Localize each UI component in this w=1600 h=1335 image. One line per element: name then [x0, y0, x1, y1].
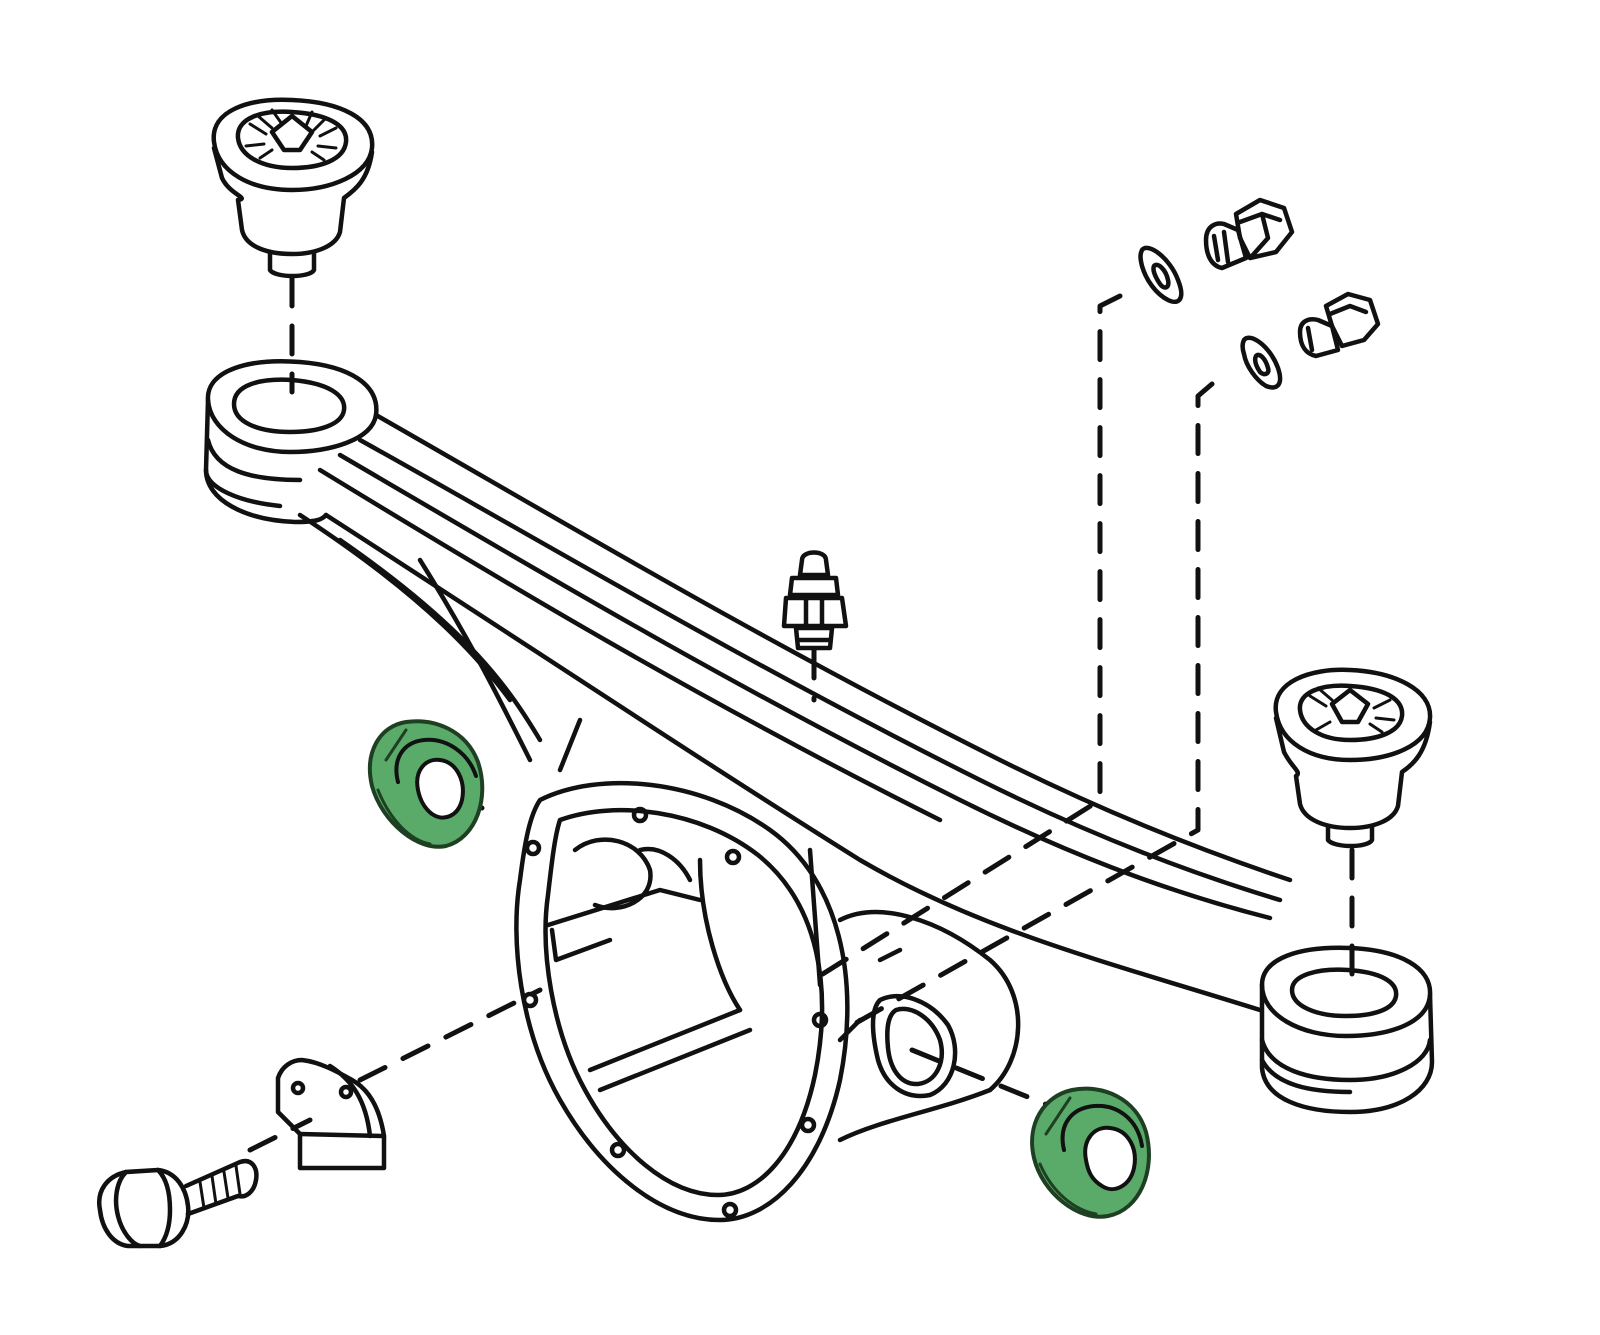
- washer-lower: [1240, 335, 1283, 390]
- dash-upper-bolt: [807, 293, 1123, 985]
- washer-upper: [1138, 245, 1184, 305]
- bolt-lower: [1297, 291, 1381, 359]
- dash-lower-bolt: [837, 381, 1215, 1035]
- mount-bushing-left: [211, 97, 375, 279]
- axle-oil-seal-right: [1030, 1086, 1151, 1219]
- crossmember-carrier: [203, 359, 1435, 1223]
- dash-bracket: [357, 987, 543, 1083]
- breather-vent: [781, 550, 849, 651]
- dash-bolt: [247, 1117, 313, 1153]
- dash-seal-right: [909, 1047, 1063, 1113]
- hex-bolt: [96, 1158, 259, 1249]
- mounting-bracket: [275, 1057, 387, 1171]
- mount-bushing-right: [1273, 667, 1433, 849]
- axle-oil-seal-left: [367, 719, 485, 849]
- bolt-upper: [1203, 197, 1295, 271]
- assembly-lines: [247, 275, 1355, 1153]
